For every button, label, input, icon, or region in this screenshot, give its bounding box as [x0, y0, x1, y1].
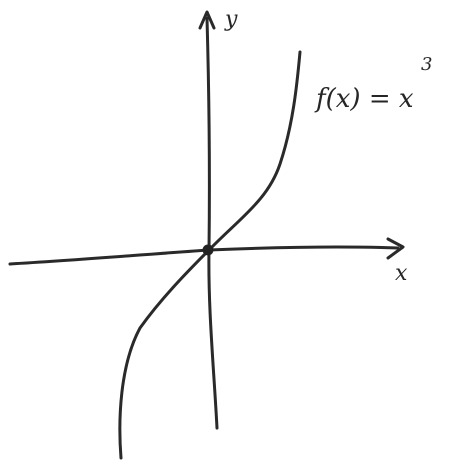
- origin-point: [202, 244, 214, 256]
- y-axis-arrowhead: [198, 10, 216, 30]
- function-label: f(x) = x: [314, 84, 414, 114]
- x-axis-arrowhead: [386, 237, 405, 260]
- x-axis-label: x: [395, 261, 408, 286]
- y-axis-label: y: [224, 7, 238, 32]
- y-axis-line: [205, 16, 219, 430]
- function-label-exponent: 3: [421, 54, 432, 75]
